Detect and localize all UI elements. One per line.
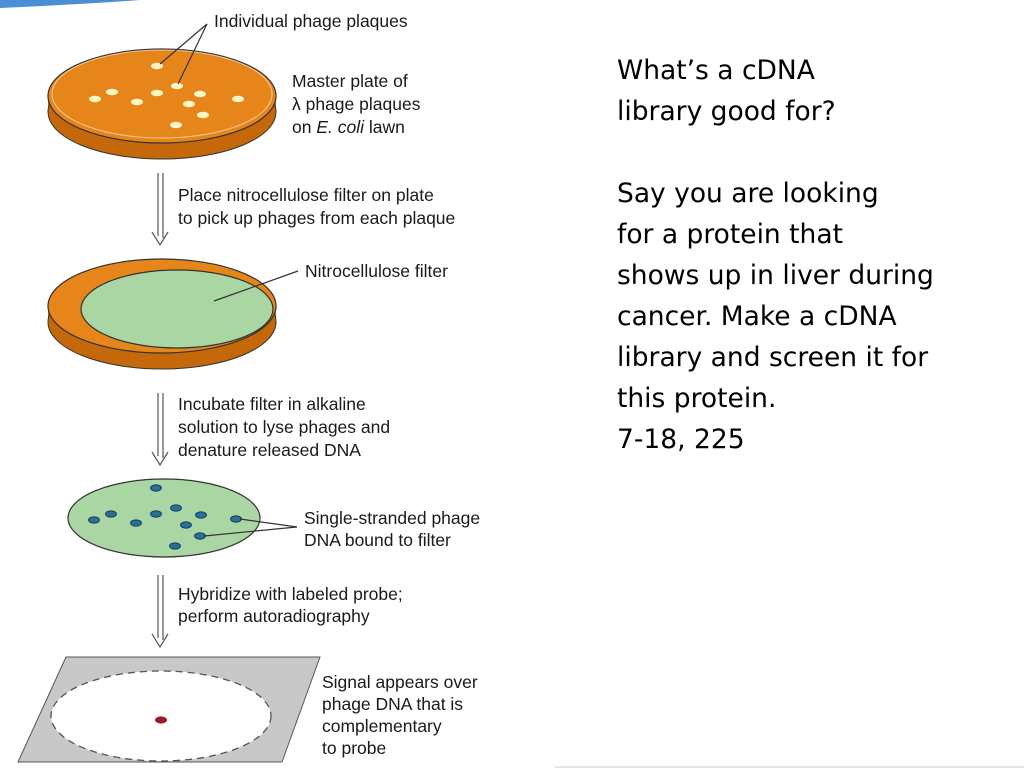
filter-label: Nitrocellulose filter [305,261,448,281]
dna-spot [169,542,181,550]
master-plate-label-line2-rest: phage plaques [301,94,421,114]
master-plate-lid-rim [51,49,273,139]
step-arrow-1 [151,173,169,247]
ss-dna-label-line1: Single-stranded phage [304,508,480,528]
master-plate-label-line3: on E. coli lawn [292,117,405,137]
plaque [232,95,244,103]
master-plate-top [47,48,277,144]
dna-spots [88,484,242,550]
plaque [183,100,195,108]
filter-outline [50,670,272,762]
plaques [89,62,244,129]
plaque [151,89,163,97]
answer-line6: this protein. [617,383,777,414]
dna-spot [150,484,162,492]
answer-line3: shows up in liver during [617,260,934,291]
dna-spot [88,516,100,524]
signal-label-line3: complementary [322,716,442,736]
signal-label-line2: phage DNA that is [322,694,463,714]
dna-pointer-lines [203,518,298,537]
question-line2: library good for? [617,96,836,127]
dna-spot [195,511,207,519]
explanation-text: What’s a cDNA library good for? Say you … [617,50,1017,460]
plaques-label: Individual phage plaques [214,11,408,31]
dna-spot [194,532,206,540]
question-line1: What’s a cDNA [617,55,815,86]
step-arrow-3 [151,575,169,649]
step2-line3: denature released DNA [178,440,361,460]
ecoli-italic: E. coli [316,117,365,137]
plaque [89,95,101,103]
plaque [106,88,118,96]
filter-pointer-line [213,270,299,302]
master-plate-label-line1: Master plate of [292,71,408,91]
plaque [151,62,163,70]
plaque [131,98,143,106]
autoradiograph [17,656,321,763]
master-plate-label-on: on [292,117,316,137]
signal-label-line4: to probe [322,738,386,758]
answer-line4: cancer. Make a cDNA [617,301,897,332]
dna-spot [230,515,242,523]
answer-line2: for a protein that [617,219,843,250]
master-plate [47,23,277,160]
step1-line2: to pick up phages from each plaque [178,208,455,228]
corner-accent [0,0,140,8]
step-arrow-2 [151,393,169,467]
step2-line2: solution to lyse phages and [178,417,390,437]
dna-spot [180,521,192,529]
plate-with-filter [47,258,299,370]
nitrocellulose-filter [80,269,274,349]
step1-line1: Place nitrocellulose filter on plate [178,185,434,205]
signal-label-line1: Signal appears over [322,672,478,692]
master-plate-label-line2: λ phage plaques [292,94,421,114]
step3-line1: Hybridize with labeled probe; [178,584,403,604]
plaque [170,121,182,129]
plaque-pointer-lines [159,23,208,85]
ss-dna-label-line2: DNA bound to filter [304,530,451,550]
plaque [194,90,206,98]
lambda-symbol: λ [292,94,301,114]
hybridization-signal [155,716,167,724]
bottom-rule [555,766,1024,768]
dna-spot [150,510,162,518]
master-plate-label-lawn: lawn [364,117,405,137]
corner-accent-shape [0,0,140,8]
paragraph-gap [617,132,1017,173]
plaque [171,82,183,90]
answer-line5: library and screen it for [617,342,929,373]
screening-diagram: Individual phage plaques Master plate of… [17,11,480,763]
step2-line1: Incubate filter in alkaline [178,394,366,414]
plaque [197,111,209,119]
dna-spot [105,510,117,518]
dna-spot [170,504,182,512]
dna-spot [130,519,142,527]
filter-with-dna [67,478,298,558]
dna-filter [67,478,261,558]
step3-line2: perform autoradiography [178,606,370,626]
reference-line: 7-18, 225 [617,424,745,455]
answer-line1: Say you are looking [617,178,879,209]
